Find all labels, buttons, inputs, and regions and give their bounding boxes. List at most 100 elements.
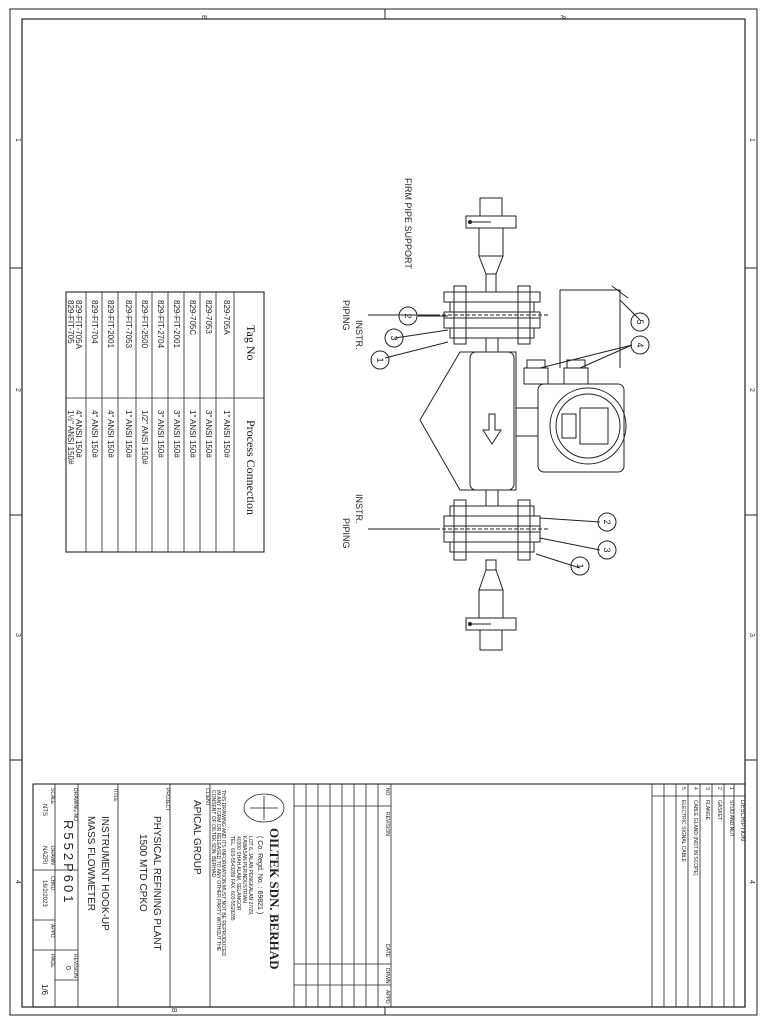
tag-table-tag-cell: 829-705A: [222, 300, 231, 335]
parts-list-item-description: ELECTRIC SIGNAL CABLE: [680, 800, 686, 863]
zone-label-right-4: 4: [748, 880, 755, 884]
zone-label-left-3: 3: [14, 633, 21, 637]
tag-table-connection-cell: 4" ANSI 150#: [106, 410, 115, 458]
company-name: OILTEK SDN. BERHAD: [267, 828, 282, 969]
tag-table-tag-cell: 829-FIT-7053: [124, 300, 133, 349]
address-line-4: TEL: 603-5543289 FAX: 603-5518285: [229, 836, 235, 921]
page-label: PAGE: [49, 954, 55, 968]
parts-list-item-no: 4: [692, 787, 698, 790]
chkd-label: CHKD: [49, 876, 55, 891]
zone-label-left-2: 2: [14, 388, 21, 392]
balloon-1-upper: 1: [375, 357, 385, 362]
zone-label-right-3: 3: [748, 633, 755, 637]
support-label: FIRM PIPE SUPPORT: [403, 178, 413, 269]
tag-table-connection-cell: 1/2" ANSI 150#: [140, 410, 149, 465]
drawing-no-label: DRAWING NO: [72, 788, 78, 821]
date-value: 16/2/2023: [41, 880, 47, 907]
balloon-1-lower: 1: [575, 563, 585, 568]
coriolis-sensor-body: [419, 351, 539, 491]
address-line-2: KAWASAN PERINDUSTRIAN: [241, 836, 247, 903]
revision-header-drwn: DRWN: [384, 968, 390, 984]
title-label: TITLE: [112, 788, 118, 802]
page-value: 1/6: [40, 984, 49, 996]
revision-header-revision: REVISION: [384, 812, 390, 836]
balloon-5: 5: [635, 319, 645, 324]
tag-table-connection-cell: 3" ANSI 150#: [204, 410, 213, 458]
balloon-2-upper: 2: [403, 313, 413, 318]
transmitter-head: [523, 285, 629, 473]
revision-value: 0: [64, 966, 71, 970]
flowmeter-hookup-drawing: [368, 197, 650, 651]
lower-flange-assembly: [436, 489, 548, 561]
zone-label-top-b: B: [200, 15, 207, 20]
client-label: CLIENT: [204, 788, 210, 806]
tag-table-tag-cell: 829-FIT-2500: [140, 300, 149, 349]
tag-table-connection-cell: 1" ANSI 150#: [188, 410, 197, 458]
piping-label-upper: PIPING: [341, 300, 351, 331]
balloons: [370, 306, 650, 576]
tag-table-connection-cell: 1" ANSI 150#: [222, 410, 231, 458]
parts-list-item-description: STUD AND NUT: [728, 800, 734, 837]
balloon-2-lower: 2: [602, 519, 612, 524]
lower-pipe-support: [465, 559, 517, 651]
tag-table-header-connection: Process Connection: [244, 420, 258, 515]
parts-list-item-no: 1: [728, 787, 734, 790]
project-line-2: 1500 MTD CPKO: [137, 834, 148, 912]
project-line-1: PHYSICAL REFINING PLANT: [151, 816, 162, 951]
drawn-value: NAZRI: [41, 846, 47, 864]
tag-table-tag-cell: 829-705C: [188, 300, 197, 335]
zone-label-left-1: 1: [14, 138, 21, 142]
title-line-1: INSTRUMENT HOOK-UP: [99, 816, 110, 931]
scope-markers: [368, 314, 436, 530]
revision-label: REVISION: [72, 954, 78, 978]
tag-table-connection-cell: 4" ANSI 150#: [90, 410, 99, 458]
upper-pipe-support: [465, 197, 517, 293]
parts-list-item-no: 3: [704, 787, 710, 790]
tag-table-tag-cell: 829-FIT-2001: [106, 300, 115, 349]
tag-table-tag-cell: 829-FIT-705: [66, 300, 75, 344]
confidential-line-1: THIS DRAWING AND ITS INFORMATION MUST NO…: [220, 790, 226, 956]
parts-list-item-description: CABLE GLAND (NOT IN SCOPE): [692, 800, 698, 876]
drawing-no-value: R552P601: [61, 820, 76, 905]
piping-label-lower: PIPING: [341, 518, 351, 549]
tag-table-connection-cell: 1½" ANSI 150#: [66, 410, 75, 465]
scale-value: NTS: [41, 804, 47, 816]
company-reg-no: ( Co. Regd. No. : 69821 ): [256, 836, 263, 914]
instr-label-upper: INSTR.: [354, 320, 364, 350]
revision-header-no: NO: [384, 788, 390, 796]
title-line-2: MASS FLOWMETER: [85, 816, 96, 911]
drawn-label: DRAWN: [49, 846, 55, 865]
zone-label-right-2: 2: [748, 388, 755, 392]
tag-table-connection-cell: 4" ANSI 150#: [74, 410, 83, 458]
sheet-frame: [9, 8, 758, 1016]
balloon-3-upper: 3: [389, 335, 399, 340]
balloon-leaders: [384, 299, 641, 569]
tag-table-connection-cell: 3" ANSI 150#: [156, 410, 165, 458]
tag-table-header-tag: Tag No: [244, 325, 258, 360]
upper-flange-assembly: [436, 285, 548, 353]
parts-list-item-no: 5: [680, 787, 686, 790]
confidential-line-3: CONSENT OF OILTEK SDN. BERHAD: [210, 790, 216, 877]
tag-table-tag-cell: 829-FIT-2704: [156, 300, 165, 349]
revision-header-date: DATE: [384, 944, 390, 958]
zone-label-bottom-b: B: [170, 1008, 177, 1013]
company-logo: [243, 793, 285, 823]
instr-label-lower: INSTR.: [354, 494, 364, 524]
parts-list-item-no: 2: [716, 787, 722, 790]
tag-table-tag-cell: 829-FIT-704: [90, 300, 99, 344]
address-line-3: 40300 SHAH ALAM, SELANGOR: [235, 836, 241, 911]
title-block: [32, 783, 746, 1008]
appd-label: APPD: [49, 924, 55, 938]
zone-label-right-1: 1: [748, 138, 755, 142]
tag-table-connection-cell: 3" ANSI 150#: [172, 410, 181, 458]
balloon-3-lower: 3: [602, 547, 612, 552]
client-value: APICAL GROUP: [191, 800, 202, 875]
parts-list-header: DESCRIPTION: [739, 800, 745, 841]
address-line-1: LOT 6, JALAN PENGKALAN 27/29,: [247, 836, 253, 915]
tag-table-tag-cell: 829-FIT-2001: [172, 300, 181, 349]
tag-table-connection-cell: 1" ANSI 150#: [124, 410, 133, 458]
project-label: PROJECT: [164, 788, 170, 811]
balloon-4: 4: [635, 342, 645, 347]
tag-table: [65, 291, 265, 553]
